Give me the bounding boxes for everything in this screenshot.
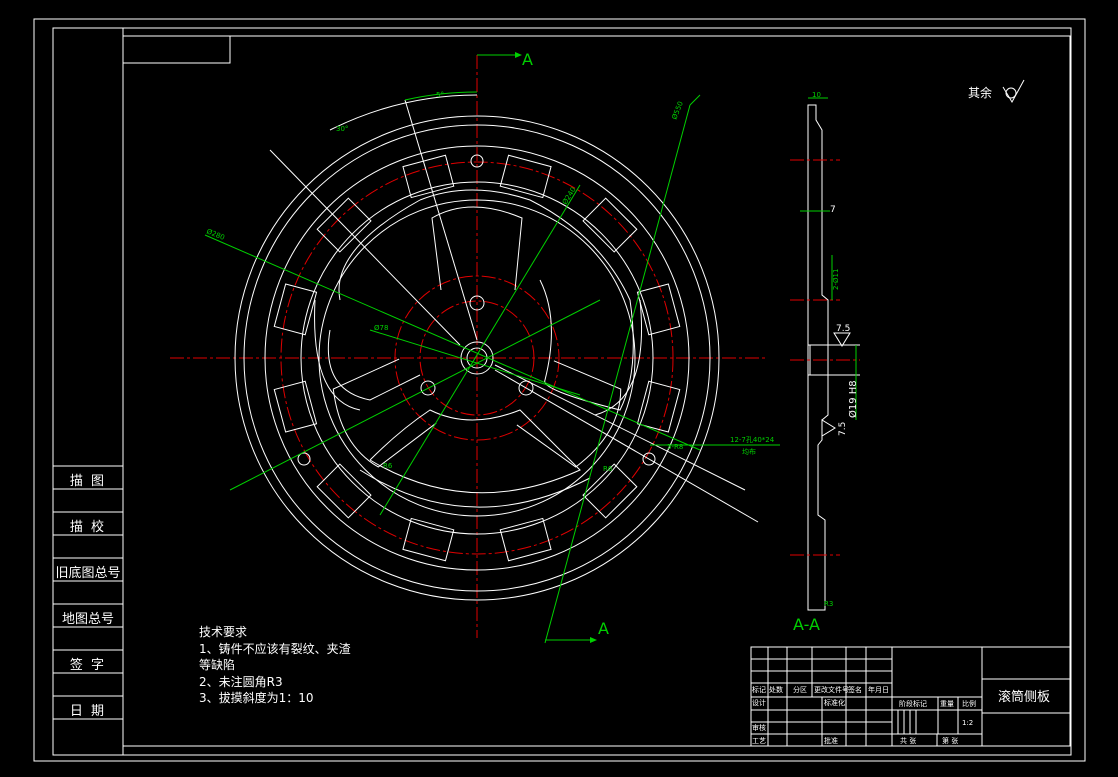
svg-text:均布: 均布 [742, 447, 756, 456]
svg-text:7.5: 7.5 [836, 324, 850, 334]
svg-text:审核: 审核 [752, 723, 766, 732]
angle-5-label: 5° [436, 91, 444, 99]
side-section-view: 10 7 2-Ø11 7.5 Ø19 H8 7.5 R3 A-A [790, 91, 860, 634]
svg-text:2-Ø11: 2-Ø11 [832, 269, 840, 290]
svg-text:共 张: 共 张 [900, 736, 916, 745]
svg-text:阶段标记: 阶段标记 [899, 699, 927, 708]
section-view-label: A-A [793, 615, 820, 634]
svg-text:比例: 比例 [962, 699, 976, 708]
side-table-lines [53, 465, 123, 720]
technical-requirements: 技术要求 1、铸件不应该有裂纹、夹渣 等缺陷 2、未注圆角R3 3、拔摸斜度为1… [199, 624, 351, 707]
dia-240-line [379, 184, 581, 516]
side-label-old-base-no: 旧底图总号 [55, 566, 121, 581]
front-view: 30° 5° Ø550 Ø280 Ø240 Ø78 12-7孔40*24 均布 … [170, 50, 780, 644]
angle-30-label: 30° [336, 125, 348, 133]
svg-text:工艺: 工艺 [752, 737, 766, 745]
svg-text:Ø240: Ø240 [561, 186, 578, 206]
bolt-hole [297, 452, 311, 466]
svg-text:其余: 其余 [968, 85, 992, 100]
svg-text:设计: 设计 [752, 698, 766, 707]
svg-text:年月日: 年月日 [868, 685, 889, 694]
svg-text:1:2: 1:2 [962, 719, 973, 727]
section-mark-bottom: A [598, 619, 609, 638]
svg-text:7: 7 [830, 205, 836, 215]
svg-text:标准化: 标准化 [824, 698, 845, 707]
bolt-hole [469, 295, 485, 311]
svg-text:12-7孔40*24: 12-7孔40*24 [730, 436, 775, 444]
svg-text:R6: R6 [383, 462, 393, 470]
tech-req-line: 等缺陷 [199, 658, 236, 672]
bolt-hole [420, 380, 436, 396]
svg-text:Ø550: Ø550 [670, 100, 684, 120]
svg-text:重量: 重量 [940, 700, 954, 708]
svg-text:10: 10 [812, 91, 821, 99]
spoke-cutouts [314, 189, 643, 508]
svg-text:R6: R6 [603, 465, 613, 473]
roughness-symbol: 其余 [968, 79, 1025, 104]
side-label-trace: 描 图 [69, 474, 107, 489]
svg-text:签名: 签名 [848, 685, 862, 694]
side-label-date: 日 期 [69, 704, 107, 719]
dia-550-line [544, 104, 691, 644]
svg-text:第 张: 第 张 [942, 736, 958, 745]
dia-280-line [204, 234, 701, 451]
svg-text:Ø19 H8: Ø19 H8 [847, 380, 859, 418]
tech-req-line: 3、拔摸斜度为1：10 [199, 691, 314, 705]
svg-text:Ø78: Ø78 [374, 324, 388, 332]
inner-border [52, 27, 1072, 756]
code-box [122, 35, 231, 64]
svg-text:标记: 标记 [752, 685, 766, 694]
tech-req-title: 技术要求 [199, 625, 248, 639]
svg-text:批准: 批准 [824, 736, 838, 745]
svg-text:分区: 分区 [793, 685, 807, 694]
part-name: 滚筒侧板 [998, 689, 1050, 705]
svg-text:更改文件号: 更改文件号 [814, 685, 849, 694]
bolt-hole [642, 452, 656, 466]
section-mark-top: A [522, 50, 533, 69]
svg-text:R3: R3 [824, 600, 833, 608]
pitch-circle-red [280, 161, 674, 555]
tech-req-line: 1、铸件不应该有裂纹、夹渣 [199, 641, 351, 656]
svg-text:3-R8: 3-R8 [667, 443, 683, 451]
side-label-signature: 签 字 [69, 658, 107, 673]
tech-req-line: 2、未注圆角R3 [199, 674, 283, 689]
side-label-map-no: 地图总号 [61, 612, 114, 627]
svg-text:处数: 处数 [769, 685, 783, 694]
outer-border [33, 18, 1086, 762]
svg-text:7.5: 7.5 [838, 422, 848, 436]
side-label-trace-check: 描 校 [69, 520, 107, 535]
title-block: 标记 处数 分区 更改文件号 签名 年月日 设计 标准化 审核 工艺 批准 阶段… [750, 646, 1071, 747]
bolt-hole [470, 154, 484, 168]
